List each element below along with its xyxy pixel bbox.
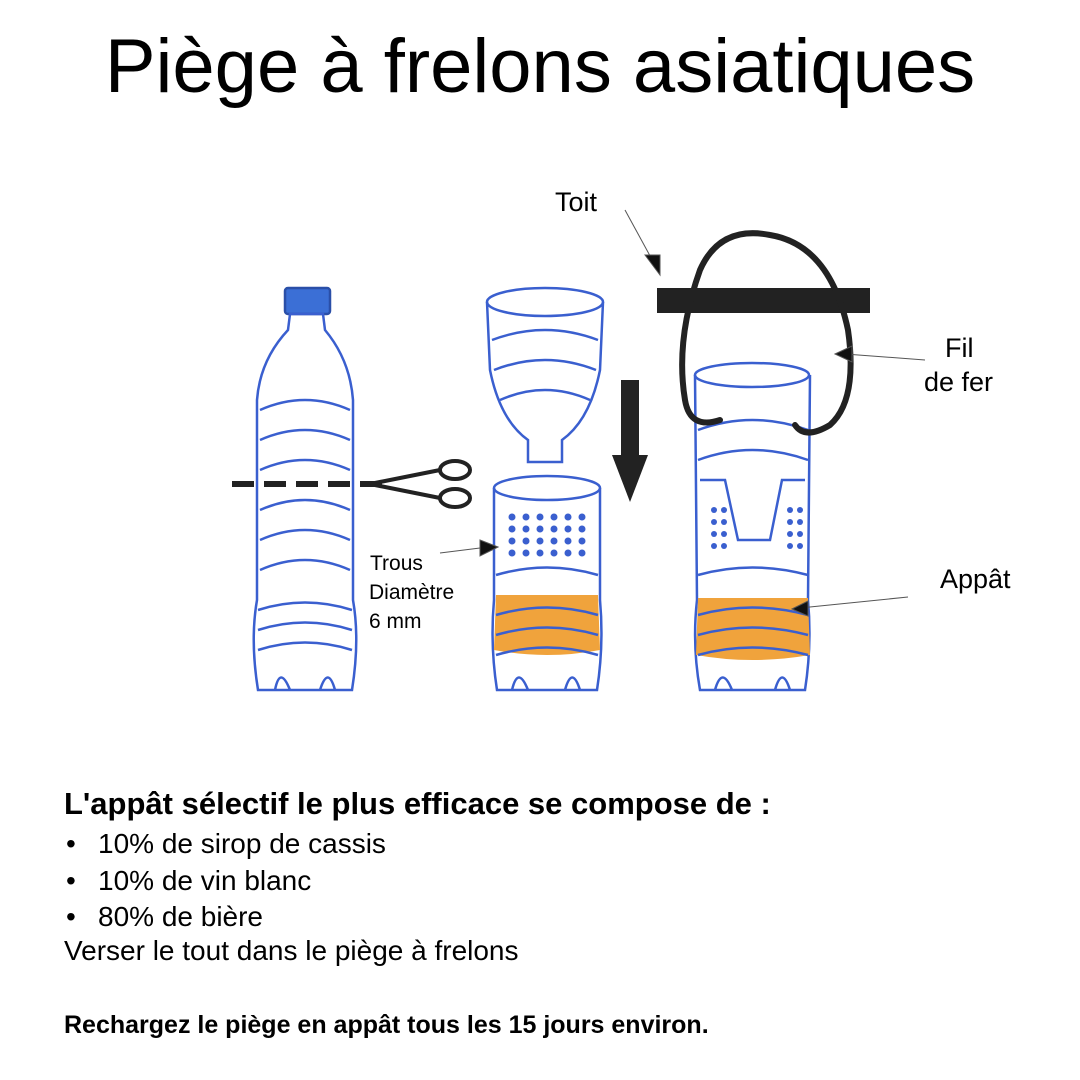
wire-loop — [679, 230, 854, 436]
hole — [721, 531, 727, 537]
page-title: Piège à frelons asiatiques — [104, 24, 976, 109]
hole — [787, 507, 793, 513]
hole — [578, 537, 586, 545]
hole — [711, 543, 717, 549]
hole — [522, 525, 530, 533]
reminder-text: Rechargez le piège en appât tous les 15 … — [64, 1011, 709, 1039]
hole — [564, 537, 572, 545]
hole — [711, 519, 717, 525]
holes-label-line1: Trous — [370, 552, 423, 575]
hole — [721, 507, 727, 513]
hole — [578, 513, 586, 521]
hole — [508, 525, 516, 533]
hole — [711, 531, 717, 537]
hole — [564, 549, 572, 557]
hole — [550, 537, 558, 545]
down-arrow-icon — [612, 380, 648, 502]
hole — [522, 549, 530, 557]
hole — [564, 525, 572, 533]
hole — [550, 549, 558, 557]
wire-label-line2: de fer — [924, 367, 994, 397]
inverted-bottle-top — [485, 286, 605, 464]
holes-label-line2: Diamètre — [369, 581, 455, 604]
hole — [578, 525, 586, 533]
bait-liquid — [696, 598, 810, 660]
hole — [564, 513, 572, 521]
ingredient-item: 10% de sirop de cassis — [64, 826, 386, 863]
hole — [536, 549, 544, 557]
hole — [508, 549, 516, 557]
instruction-text: Verser le tout dans le piège à frelons — [64, 935, 519, 966]
holes-grid — [508, 507, 803, 557]
roof-label: Toit — [555, 187, 598, 217]
hole — [787, 531, 793, 537]
hole — [536, 513, 544, 521]
hole — [522, 513, 530, 521]
whole-bottle — [252, 286, 358, 692]
hole — [787, 519, 793, 525]
hole — [522, 537, 530, 545]
trap-diagram — [232, 209, 926, 692]
ingredient-item: 80% de bière — [64, 899, 386, 936]
holes-label-line3: 6 mm — [369, 610, 422, 633]
hole — [797, 519, 803, 525]
bottle-cap — [283, 286, 332, 316]
hole — [787, 543, 793, 549]
hole — [508, 537, 516, 545]
hole — [536, 525, 544, 533]
hole — [797, 507, 803, 513]
hole — [550, 513, 558, 521]
bottle-bottom-with-holes — [491, 474, 603, 692]
assembled-trap — [693, 361, 812, 692]
hole — [797, 543, 803, 549]
ingredient-list: 10% de sirop de cassis 10% de vin blanc … — [64, 826, 386, 936]
hole — [797, 531, 803, 537]
hole — [508, 513, 516, 521]
hole — [721, 519, 727, 525]
hole — [721, 543, 727, 549]
ingredient-item: 10% de vin blanc — [64, 863, 386, 900]
recipe-heading: L'appât sélectif le plus efficace se com… — [64, 786, 771, 821]
bait-liquid — [494, 595, 600, 655]
hole — [550, 525, 558, 533]
hole — [536, 537, 544, 545]
scissors-icon — [369, 459, 472, 509]
wire-label-line1: Fil — [945, 333, 974, 363]
bait-label: Appât — [940, 564, 1011, 594]
hole — [711, 507, 717, 513]
hole — [578, 549, 586, 557]
